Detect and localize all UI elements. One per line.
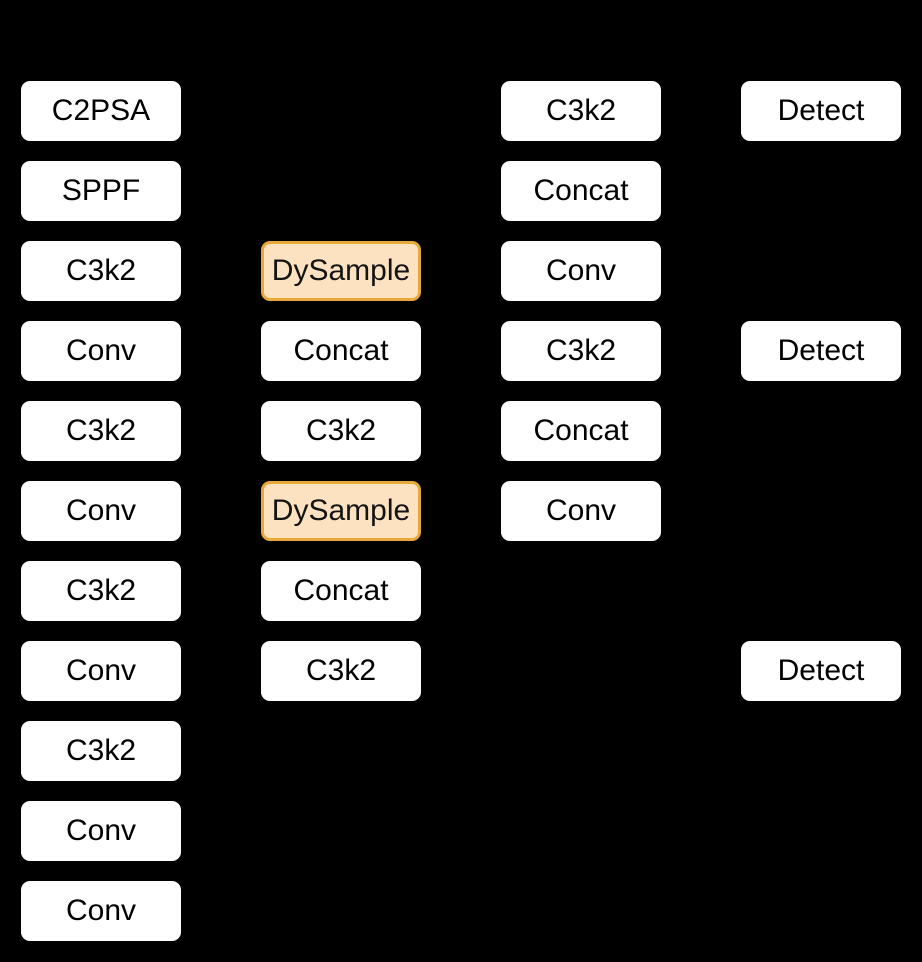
- node-c2psa[interactable]: C2PSA: [21, 81, 181, 141]
- node-label: SPPF: [61, 174, 141, 207]
- node-c3k2[interactable]: C3k2: [21, 721, 181, 781]
- node-concat[interactable]: Concat: [501, 161, 661, 221]
- node-detect[interactable]: Detect: [741, 321, 901, 381]
- node-c3k2[interactable]: C3k2: [501, 321, 661, 381]
- node-dysample[interactable]: DySample: [261, 241, 421, 301]
- node-c3k2[interactable]: C3k2: [21, 241, 181, 301]
- node-concat[interactable]: Concat: [501, 401, 661, 461]
- node-conv[interactable]: Conv: [21, 321, 181, 381]
- node-c3k2[interactable]: C3k2: [501, 81, 661, 141]
- node-label: DySample: [271, 254, 411, 287]
- node-conv[interactable]: Conv: [21, 801, 181, 861]
- node-label: C3k2: [65, 414, 137, 447]
- node-label: Conv: [545, 494, 617, 527]
- node-label: Conv: [65, 334, 137, 367]
- node-c3k2[interactable]: C3k2: [261, 641, 421, 701]
- node-dysample[interactable]: DySample: [261, 481, 421, 541]
- node-conv[interactable]: Conv: [21, 641, 181, 701]
- node-c3k2[interactable]: C3k2: [261, 401, 421, 461]
- node-conv[interactable]: Conv: [21, 881, 181, 941]
- node-c3k2[interactable]: C3k2: [21, 561, 181, 621]
- node-label: Conv: [65, 894, 137, 927]
- node-label: C3k2: [65, 734, 137, 767]
- node-c3k2[interactable]: C3k2: [21, 401, 181, 461]
- node-conv[interactable]: Conv: [501, 481, 661, 541]
- node-label: C3k2: [305, 414, 377, 447]
- node-label: Concat: [293, 574, 389, 607]
- node-concat[interactable]: Concat: [261, 321, 421, 381]
- node-label: Concat: [533, 174, 629, 207]
- node-sppf[interactable]: SPPF: [21, 161, 181, 221]
- node-concat[interactable]: Concat: [261, 561, 421, 621]
- node-label: Concat: [533, 414, 629, 447]
- node-label: C3k2: [545, 334, 617, 367]
- node-label: C3k2: [545, 94, 617, 127]
- node-label: C3k2: [305, 654, 377, 687]
- node-detect[interactable]: Detect: [741, 641, 901, 701]
- node-label: Concat: [293, 334, 389, 367]
- node-conv[interactable]: Conv: [21, 481, 181, 541]
- node-label: Detect: [777, 334, 865, 367]
- node-label: C3k2: [65, 254, 137, 287]
- node-label: C3k2: [65, 574, 137, 607]
- node-label: Detect: [777, 94, 865, 127]
- node-label: Conv: [545, 254, 617, 287]
- node-detect[interactable]: Detect: [741, 81, 901, 141]
- node-label: C2PSA: [51, 94, 151, 127]
- node-label: Conv: [65, 814, 137, 847]
- node-label: Conv: [65, 654, 137, 687]
- node-label: Detect: [777, 654, 865, 687]
- node-conv[interactable]: Conv: [501, 241, 661, 301]
- node-label: Conv: [65, 494, 137, 527]
- node-label: DySample: [271, 494, 411, 527]
